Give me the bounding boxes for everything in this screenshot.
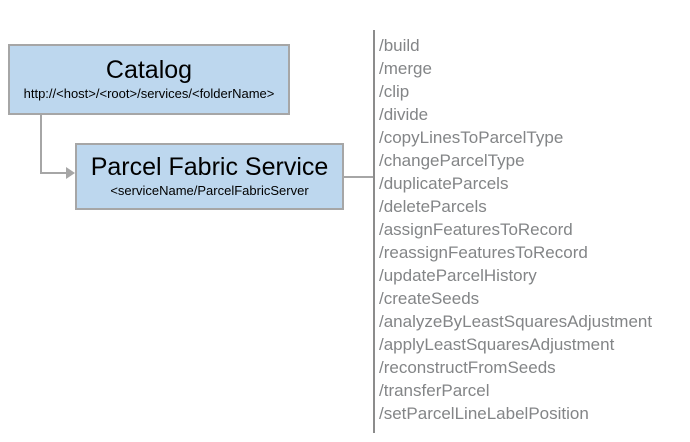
endpoint-item: /setParcelLineLabelPosition — [379, 404, 589, 423]
service-node-url: <serviceName/ParcelFabricServer — [110, 183, 309, 199]
endpoint-item: /duplicateParcels — [379, 174, 509, 193]
endpoint-item: /copyLinesToParcelType — [379, 128, 564, 147]
catalog-node: Catalog http://<host>/<root>/services/<f… — [8, 44, 290, 115]
endpoint-item: /analyzeByLeastSquaresAdjustment — [379, 312, 653, 331]
endpoint-item: /clip — [379, 82, 410, 101]
endpoint-item: /updateParcelHistory — [379, 266, 537, 285]
endpoint-item: /deleteParcels — [379, 197, 487, 216]
service-node-title: Parcel Fabric Service — [90, 153, 329, 182]
endpoint-item: /divide — [379, 105, 429, 124]
catalog-node-url: http://<host>/<root>/services/<folderNam… — [23, 86, 275, 102]
endpoint-item: /reconstructFromSeeds — [379, 358, 556, 377]
endpoint-item: /applyLeastSquaresAdjustment — [379, 335, 615, 354]
service-to-endpoints-connector — [342, 176, 373, 178]
catalog-to-service-connector-horizontal — [40, 172, 68, 174]
endpoint-list: /build /merge /clip /divide /copyLinesTo… — [379, 34, 652, 425]
catalog-node-title: Catalog — [105, 56, 193, 85]
endpoint-item: /assignFeaturesToRecord — [379, 220, 573, 239]
endpoint-item: /reassignFeaturesToRecord — [379, 243, 588, 262]
endpoint-item: /changeParcelType — [379, 151, 525, 170]
endpoint-item: /createSeeds — [379, 289, 480, 308]
arrowhead-right-icon — [66, 167, 75, 179]
endpoint-list-divider-line — [373, 30, 375, 433]
endpoint-item: /merge — [379, 59, 432, 78]
endpoint-item: /build — [379, 36, 420, 55]
endpoint-item: /transferParcel — [379, 381, 490, 400]
catalog-to-service-connector-vertical — [40, 115, 42, 174]
parcel-fabric-service-node: Parcel Fabric Service <serviceName/Parce… — [75, 143, 344, 210]
